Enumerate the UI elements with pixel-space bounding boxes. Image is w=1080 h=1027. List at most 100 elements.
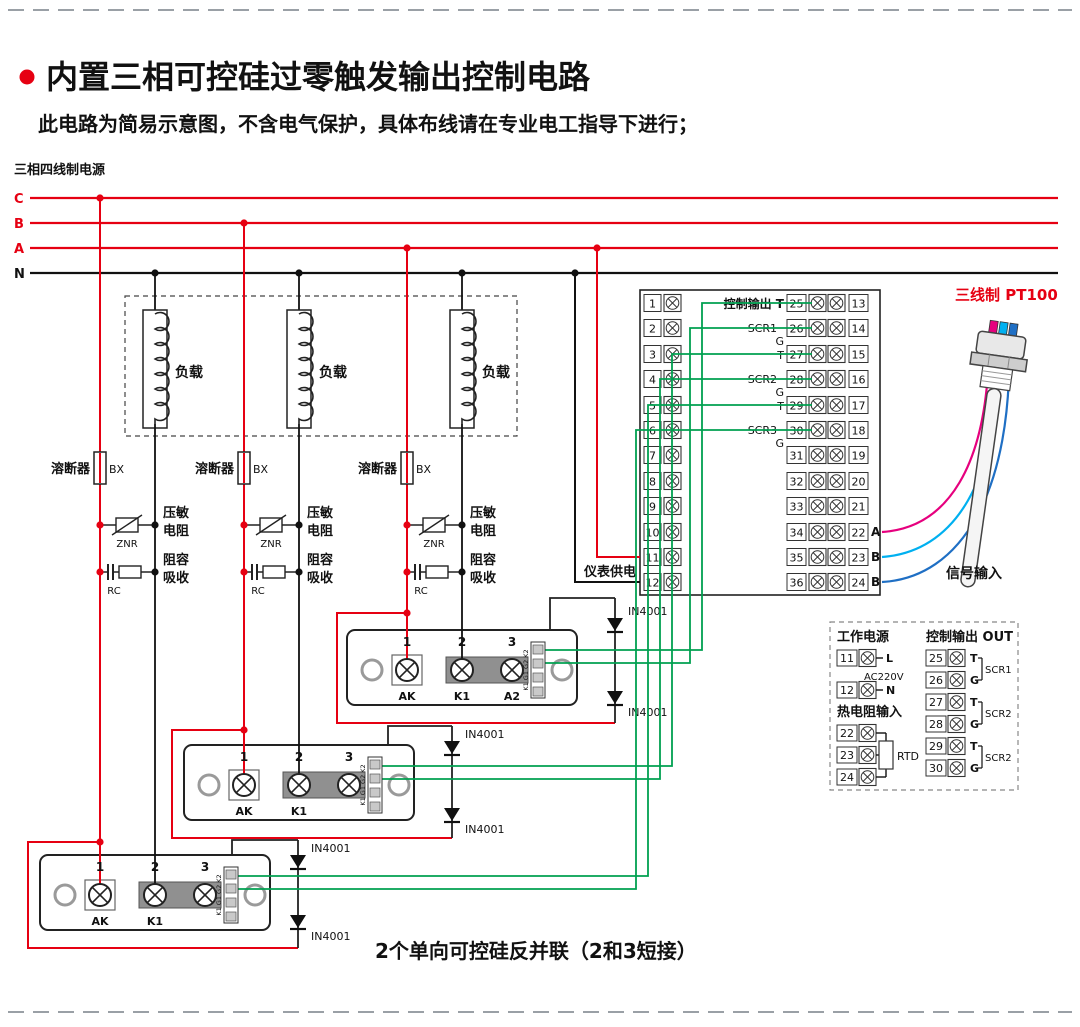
rc-snubber-3: RC 阻容 吸收 [407,552,497,597]
load-label-1: 负载 [175,364,203,381]
line-l-label: L [886,652,893,665]
sensor-terminal-b2: B [871,575,880,589]
workbox-border [829,621,1019,791]
scr-pair-label: SCR1 [985,665,1012,676]
panel-right-column: 13 14 15 16 17 18 19 20 21 22 23 24 A B … [848,294,881,591]
terminal-panel: 1 2 3 4 5 6 7 8 9 10 11 12 25 26 27 28 2… [583,289,881,596]
panel-num: 12 [646,577,660,590]
load-dashed-box [124,295,518,437]
load-section: 负载 负载 负载 [124,273,518,437]
page-borders [8,9,1072,1013]
gate-connector-block [223,866,239,924]
terminal-name: AK [91,915,109,928]
bypass-loop-middle [171,729,452,839]
g-label: G [970,674,979,687]
header: 内置三相可控硅过零触发输出控制电路 此电路为简易示意图，不含电气保护，具体布线请… [14,58,698,178]
terminal-name: K1 [147,915,163,928]
panel-body [639,289,881,596]
rtd-input-title: 热电阻输入 [837,704,902,720]
gate-connector-block [367,756,383,814]
work-num: 12 [840,684,854,697]
znr-label: ZNR [423,539,444,550]
terminal-screw-icon [500,658,524,682]
panel-num: 29 [790,400,804,413]
panel-num: 15 [852,349,866,362]
terminal-num: 2 [458,635,466,649]
panel-num: 24 [852,577,866,590]
znr-label: ZNR [116,539,137,550]
fuse-label: 溶断器 [358,461,398,477]
instrument-supply-live [596,248,640,558]
load-label-2: 负载 [319,364,347,381]
terminal-screw-icon [88,883,112,907]
panel-num: 1 [649,298,656,311]
fuse-type-label: BX [416,463,432,476]
panel-num: 28 [790,374,804,387]
varistor-2: ZNR 压敏 电阻 [244,505,334,550]
scr-module-top: 1 2 3 AK K1 A2 K1 G1 G2 K2 [395,635,546,703]
work-power-title: 工作电源 [837,629,889,645]
gate-pin-labels: K1 G1 G2 K2 [359,764,367,805]
diode-icon [605,689,625,707]
terminal-name: AK [398,690,416,703]
fuse-type-label: BX [253,463,269,476]
panel-num: 14 [852,323,866,336]
varistor-1: ZNR 压敏 电阻 [100,505,190,550]
panel-label: T [776,349,784,362]
varistor-label: 压敏 [163,505,190,521]
load-label-3: 负载 [482,364,510,381]
rc-snubber-2: RC 阻容 吸收 [244,552,334,597]
terminal-screw-icon [337,773,361,797]
sensor-terminal-a: A [871,525,881,539]
scr-pair-label: SCR2 [985,753,1012,764]
work-num: 25 [929,652,943,665]
panel-num: 27 [790,349,804,362]
panel-num: 9 [649,501,656,514]
panel-num: 4 [649,374,656,387]
panel-num: 35 [790,552,804,565]
terminal-num: 1 [403,635,411,649]
terminal-num: 3 [201,860,209,874]
signal-input-label: 信号输入 [946,565,1002,582]
workbox: 工作电源 11 L AC220V 12 N 热电阻输入 22 23 24 RTD… [829,621,1019,791]
znr-label: ZNR [260,539,281,550]
page-subtitle: 此电路为简易示意图，不含电气保护，具体布线请在专业电工指导下进行； [38,112,698,136]
varistor-3: ZNR 压敏 电阻 [407,505,497,550]
diode-icon [442,739,462,757]
rtd-label: RTD [897,750,919,763]
rc-label: RC [107,586,120,597]
diode-branch-middle: IN4001 IN4001 [387,725,504,838]
gate-wire-scr3-g [237,429,812,890]
work-num: 11 [840,652,854,665]
panel-num: 26 [790,323,804,336]
panel-num: 11 [646,552,660,565]
power-lines: C B A N [14,192,1058,282]
gate-wire-scr1-t [544,302,812,651]
terminal-screw-icon [232,773,256,797]
panel-num: 33 [790,501,804,514]
diode-label: IN4001 [465,728,504,741]
terminal-screw-icon [143,883,167,907]
t-label: T [970,740,978,753]
terminal-name: A2 [504,690,520,703]
ac-voltage-label: AC220V [864,672,904,683]
rc-label: RC [251,586,264,597]
varistor-label: 电阻 [307,523,333,539]
bypass-loop-top [336,612,615,724]
sensor-terminal-b1: B [871,550,880,564]
probe-stem [960,387,1002,588]
instrument-supply-neutral [574,273,640,583]
work-num: 24 [840,771,854,784]
gate-wire-scr3-t [237,404,812,877]
panel-num: 21 [852,501,866,514]
diode-icon [605,616,625,634]
panel-num: 16 [852,374,866,387]
t-label: T [970,652,978,665]
work-num: 22 [840,727,854,740]
work-num: 23 [840,749,854,762]
rc-text: 吸收 [307,570,334,586]
instrument-power-label: 仪表供电 [583,564,636,580]
